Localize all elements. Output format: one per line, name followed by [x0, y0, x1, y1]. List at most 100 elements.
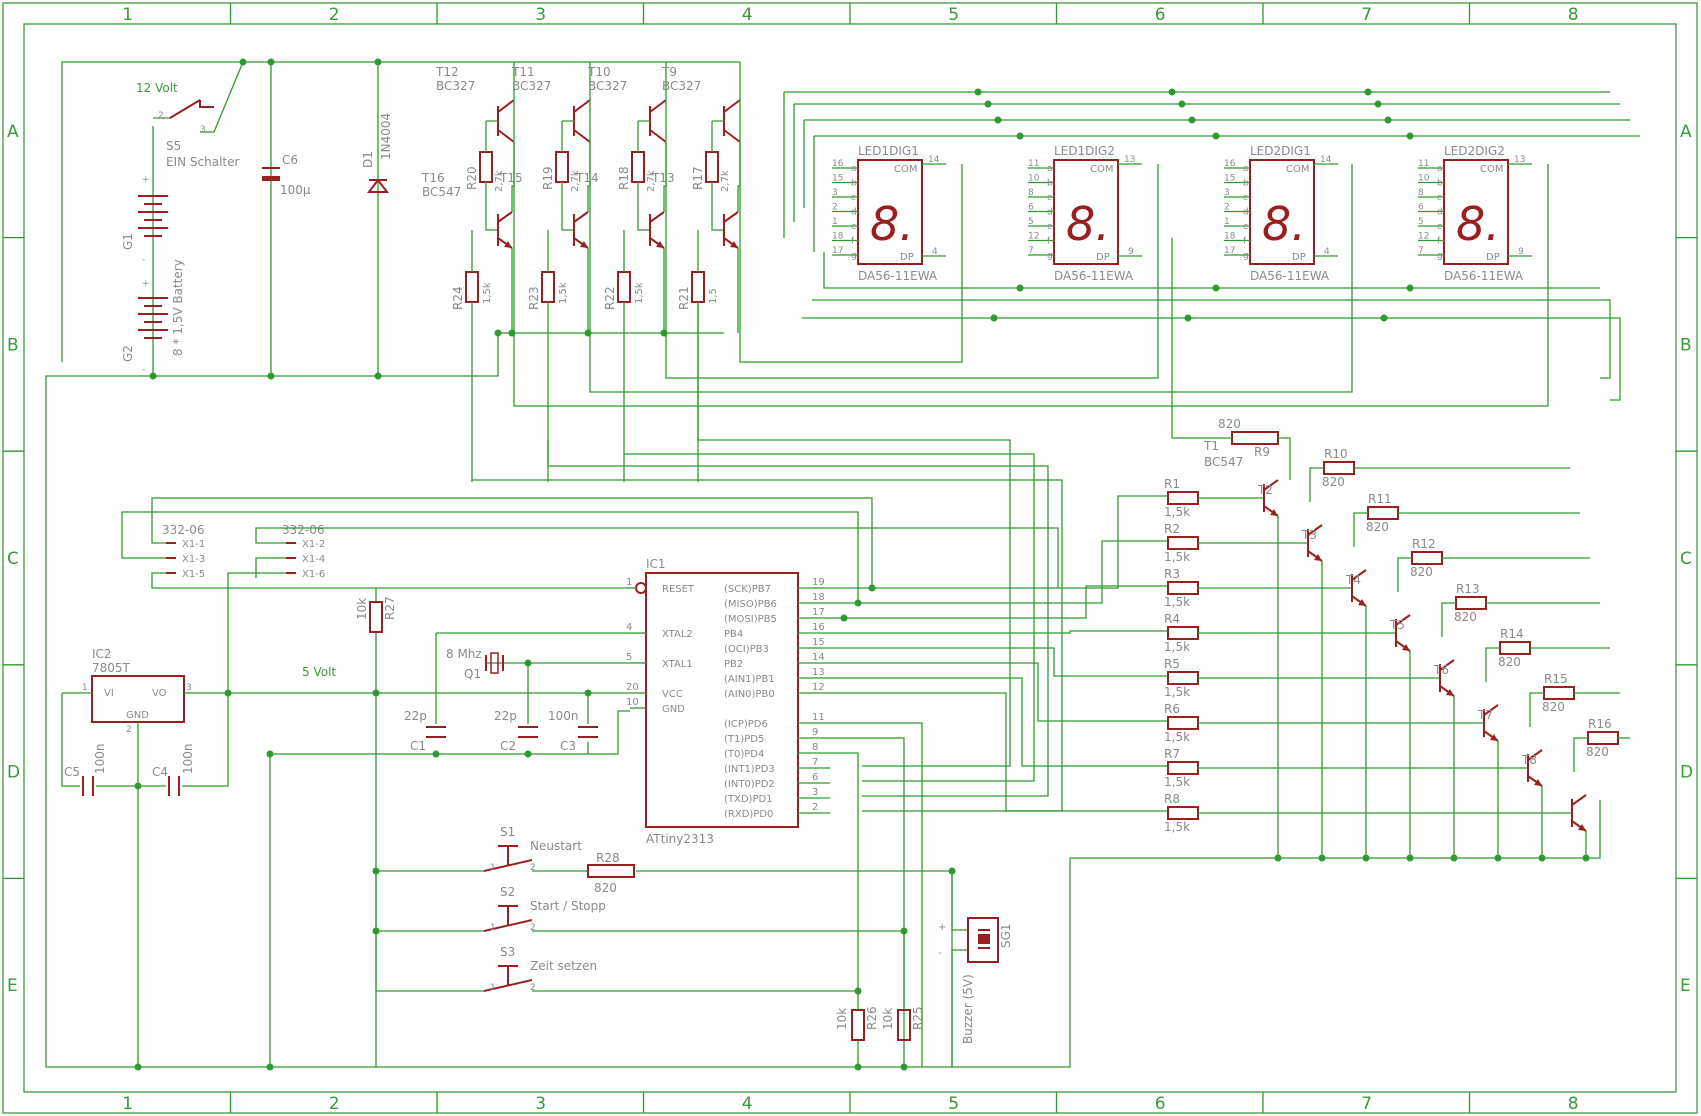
svg-text:-: - [142, 255, 145, 265]
svg-text:C3: C3 [560, 739, 576, 753]
base-res-name: R22 [603, 286, 617, 310]
t10-value: BC327 [588, 79, 627, 93]
t11-value: BC327 [512, 79, 551, 93]
pin-number: 18 [832, 232, 844, 242]
battery-label: 8 * 1,5V Battery [171, 259, 185, 356]
pin-segment: c [1437, 193, 1442, 203]
ic1-pin-name: (T0)PD4 [724, 749, 764, 760]
pin-number: 17 [832, 246, 843, 256]
resistor-name: R3 [1164, 567, 1180, 581]
frame-row-label-right: D [1680, 763, 1693, 783]
pin-segment: d [1243, 208, 1249, 218]
frame-col-label-bottom: 4 [742, 1094, 753, 1114]
pin-number: 8 [1418, 188, 1424, 198]
pin-number: 11 [1418, 159, 1429, 169]
svg-text:100n: 100n [548, 709, 579, 723]
pin-number: 12 [1418, 232, 1429, 242]
c6-value: 100µ [280, 183, 311, 197]
pin-segment: f [1437, 237, 1441, 247]
pin-number: 7 [1028, 246, 1034, 256]
pin-segment: a [1243, 164, 1249, 174]
t16-value: BC547 [422, 185, 461, 199]
frame-col-label-bottom: 8 [1568, 1094, 1579, 1114]
svg-text:-: - [142, 365, 145, 375]
svg-text:100n: 100n [93, 743, 107, 774]
frame-col-label-bottom: 3 [535, 1094, 546, 1114]
ic1-pin-name: XTAL1 [662, 659, 693, 670]
res-name: R19 [541, 166, 555, 190]
res-name: R18 [617, 166, 631, 190]
resistor-value: 1,5k [1164, 730, 1190, 744]
ic1-pin-number: 2 [812, 802, 818, 813]
ic1-pin-name: (RXD)PD0 [724, 809, 773, 820]
svg-text:2: 2 [530, 923, 536, 933]
svg-text:10k: 10k [355, 598, 369, 620]
digit-glyph: 8. [1262, 197, 1306, 251]
pin-segment: b [1437, 179, 1443, 189]
ic1-pin-name: (T1)PD5 [724, 734, 764, 745]
ic1-pin-name: (INT0)PD2 [724, 779, 775, 790]
pin-number: 17 [1224, 246, 1235, 256]
ic1-pin-name: (AIN0)PB0 [724, 689, 775, 700]
driver-r8: R81,5k [1164, 792, 1590, 862]
ic1-pin-name: (MISO)PB6 [724, 599, 777, 610]
svg-text:-: - [938, 948, 942, 959]
svg-text:C4: C4 [152, 765, 168, 779]
t9-value: BC327 [662, 79, 701, 93]
frame-row-label-left: A [7, 122, 19, 142]
svg-text:X1-1: X1-1 [182, 539, 205, 550]
resistor-value: 820 [1410, 565, 1433, 579]
base-res-name: R24 [451, 286, 465, 310]
ic1-pin-name: VCC [662, 689, 683, 700]
transistor-name: T4 [1345, 573, 1361, 587]
svg-text:7805T: 7805T [92, 661, 131, 675]
dp-label: DP [1096, 252, 1110, 263]
svg-text:S3: S3 [500, 945, 515, 959]
svg-text:1: 1 [490, 983, 496, 993]
svg-text:10k: 10k [881, 1008, 895, 1030]
svg-text:X1-3: X1-3 [182, 554, 205, 565]
svg-text:Q1: Q1 [464, 667, 481, 681]
svg-text:R9: R9 [1254, 445, 1270, 459]
transistor-name: T8 [1521, 753, 1537, 767]
svg-text:X1-4: X1-4 [302, 554, 325, 565]
svg-text:2: 2 [530, 983, 536, 993]
pin-number: 10 [1028, 174, 1040, 184]
pin-segment: e [851, 222, 857, 232]
svg-text:X1-6: X1-6 [302, 569, 325, 580]
resistor-value: 820 [1322, 475, 1345, 489]
digit-glyph: 8. [1066, 197, 1110, 251]
svg-text:GND: GND [126, 710, 149, 721]
g2-name: G2 [121, 345, 135, 362]
dp-pin: 9 [1518, 247, 1524, 257]
svg-text:3: 3 [186, 683, 192, 693]
svg-text:Start / Stopp: Start / Stopp [530, 899, 606, 913]
ic1-pin-name: XTAL2 [662, 629, 693, 640]
com-pin: 13 [1124, 155, 1135, 165]
resistor-value: 1,5k [1164, 685, 1190, 699]
t12-name: T12 [435, 65, 459, 79]
resistor-value: 1,5k [1164, 640, 1190, 654]
g1-name: G1 [121, 233, 135, 250]
pin-number: 16 [832, 159, 844, 169]
display-type: DA56-11EWA [1054, 269, 1134, 283]
frame-col-label-top: 3 [535, 5, 546, 25]
ic1-pin-number: 4 [626, 622, 632, 633]
res-name: R20 [465, 166, 479, 190]
com-label: COM [1480, 164, 1503, 175]
ic1-pin-name: (SCK)PB7 [724, 584, 771, 595]
resistor-name: R2 [1164, 522, 1180, 536]
push-buttons: S1 Neustart S2 Start / Stopp S3 Zeit set… [372, 825, 1013, 1071]
frame-col-label-bottom: 1 [122, 1094, 133, 1114]
pin-number: 1 [832, 217, 838, 227]
com-pin: 13 [1514, 155, 1525, 165]
pin-segment: d [851, 208, 857, 218]
